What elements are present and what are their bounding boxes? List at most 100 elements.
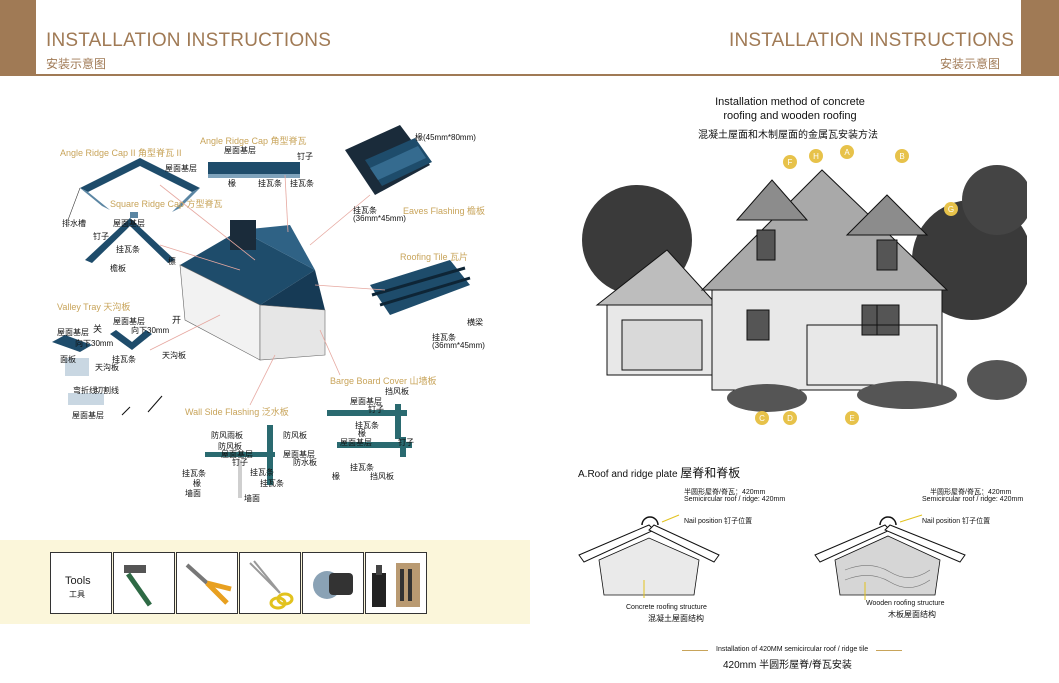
label-batten-2: 挂瓦条 bbox=[258, 179, 282, 188]
right-structure-zh: 木板屋面结构 bbox=[888, 610, 936, 619]
left-structure-en: Concrete roofing structure bbox=[626, 604, 707, 611]
label-purlin: 檩 bbox=[168, 257, 176, 266]
roofing-tile-illustration bbox=[370, 260, 471, 315]
marker-icons bbox=[755, 145, 958, 425]
right-ridge-en: Semicircular roof / ridge: 420mm bbox=[922, 496, 1024, 503]
label-bend-line: 弯折线 bbox=[73, 386, 97, 395]
house-model-illustration bbox=[179, 220, 326, 361]
label-rafter-size: 椽(45mm*80mm) bbox=[415, 133, 476, 142]
marker-c: C bbox=[759, 414, 765, 423]
label-roof-base-9: 屋面基层 bbox=[350, 397, 382, 406]
right-header-subtitle: 安装示意图 bbox=[940, 57, 1001, 71]
marker-h: H bbox=[813, 152, 819, 161]
footer-zh: 420mm 半圆形屋脊/脊瓦安装 bbox=[723, 660, 852, 671]
label-beam: 横梁 bbox=[467, 318, 483, 327]
footer-line-right bbox=[876, 650, 902, 651]
direction-arrows bbox=[121, 395, 163, 416]
wooden-roof-detail bbox=[814, 514, 966, 600]
house-sketch: F H A B G C D E bbox=[577, 140, 1027, 435]
marker-a: A bbox=[844, 148, 850, 157]
left-nail-position: Nail position 钉子位置 bbox=[684, 518, 753, 525]
label-roof-base-7: 屋面基层 bbox=[221, 450, 253, 459]
wall-side-flashing-label: Wall Side Flashing 泛水板 bbox=[185, 407, 289, 417]
right-ridge-zh: 半圆形屋脊/脊瓦：420mm bbox=[930, 489, 1012, 496]
left-header-bar bbox=[0, 0, 36, 75]
roofing-tile-label: Roofing Tile 瓦片 bbox=[400, 252, 469, 262]
label-nail-5: 钉子 bbox=[398, 438, 414, 447]
label-wind-board: 防风板 bbox=[283, 431, 307, 440]
angle-ridge-cap-2-label: Angle Ridge Cap II 角型脊瓦 II bbox=[60, 148, 182, 158]
pliers-icon bbox=[176, 552, 238, 614]
label-nail-4: 钉子 bbox=[368, 405, 384, 414]
label-cut-line: 切割线 bbox=[95, 386, 119, 395]
left-header-title: INSTALLATION INSTRUCTIONS bbox=[46, 30, 332, 51]
right-nail-position: Nail position 钉子位置 bbox=[922, 518, 991, 525]
label-weather-board: 防风雨板 bbox=[211, 431, 243, 440]
left-structure-zh: 混凝土屋面结构 bbox=[648, 614, 704, 623]
label-roof-base-5: 屋面基层 bbox=[113, 317, 145, 326]
label-batten-5: 挂瓦条 bbox=[432, 333, 456, 342]
right-header-bar bbox=[1021, 0, 1059, 75]
label-waterproof: 防水板 bbox=[293, 458, 317, 467]
tools-title-zh: 工具 bbox=[69, 590, 85, 599]
label-roof-base-8: 屋面基层 bbox=[283, 450, 315, 459]
label-size-2: (36mm*45mm) bbox=[432, 341, 485, 350]
square-ridge-cap-illustration bbox=[85, 212, 175, 263]
marker-d: D bbox=[787, 414, 793, 423]
section-a-en: A.Roof and ridge plate bbox=[578, 469, 678, 480]
label-batten-9: 挂瓦条 bbox=[260, 479, 284, 488]
label-roof-base-4: 屋面基层 bbox=[57, 328, 89, 337]
label-roof-base-10: 屋面基层 bbox=[340, 438, 372, 447]
eaves-flashing-label: Eaves Flashing 檐板 bbox=[403, 206, 486, 216]
angle-ridge-cap-illustration bbox=[208, 162, 300, 178]
label-down-30mm-2: 向下30mm bbox=[131, 326, 170, 335]
label-open: 开 bbox=[172, 315, 182, 325]
left-ridge-zh: 半圆形屋脊/脊瓦：420mm bbox=[684, 489, 766, 496]
label-shield-board-2: 挡风板 bbox=[370, 472, 394, 481]
label-rafter-3: 椽 bbox=[358, 429, 366, 438]
sealant-icon bbox=[365, 552, 427, 614]
right-title-line2: roofing and wooden roofing bbox=[723, 110, 857, 122]
label-wall: 墙面 bbox=[185, 489, 201, 498]
label-batten-6: 挂瓦条 bbox=[112, 355, 136, 364]
concrete-roof-detail bbox=[578, 514, 720, 598]
right-title-line1: Installation method of concrete bbox=[715, 96, 865, 108]
label-nail-3: 钉子 bbox=[232, 458, 248, 467]
valley-tray-illustration bbox=[52, 330, 152, 405]
label-drain-groove: 排水槽 bbox=[62, 219, 86, 228]
label-size-1: (36mm*45mm) bbox=[353, 214, 406, 223]
label-valley-2: 天沟板 bbox=[95, 363, 119, 372]
scissors-icon bbox=[239, 552, 301, 614]
label-nail: 钉子 bbox=[93, 232, 109, 241]
hammer-icon bbox=[113, 552, 175, 614]
left-header-subtitle: 安装示意图 bbox=[46, 57, 107, 71]
angle-ridge-cap-label: Angle Ridge Cap 角型脊瓦 bbox=[200, 136, 307, 146]
shrubs bbox=[727, 360, 1027, 412]
label-rafter: 椽 bbox=[228, 179, 236, 188]
right-header-title: INSTALLATION INSTRUCTIONS bbox=[729, 30, 1015, 51]
tools-title: Tools bbox=[65, 575, 91, 587]
label-roof-base: 屋面基层 bbox=[165, 164, 197, 173]
section-a-zh: 屋脊和脊板 bbox=[680, 466, 741, 480]
label-close: 关 bbox=[93, 324, 103, 334]
label-rafter-4: 椽 bbox=[332, 472, 340, 481]
marker-e: E bbox=[849, 414, 854, 423]
eaves-flashing-illustration bbox=[345, 125, 432, 195]
label-batten-11: 挂瓦条 bbox=[350, 463, 374, 472]
label-batten-4: 挂瓦条 bbox=[353, 206, 377, 215]
valley-tray-label: Valley Tray 天沟板 bbox=[57, 302, 131, 312]
footer-en: Installation of 420MM semicircular roof … bbox=[716, 646, 869, 653]
label-batten-3: 挂瓦条 bbox=[290, 179, 314, 188]
label-batten-8: 挂瓦条 bbox=[250, 468, 274, 477]
label-eaves-board: 檐板 bbox=[110, 264, 126, 273]
label-batten: 挂瓦条 bbox=[116, 245, 140, 254]
label-roof-base-6: 屋面基层 bbox=[72, 411, 104, 420]
left-ridge-en: Semicircular roof / ridge: 420mm bbox=[684, 496, 786, 503]
barge-board-cover-illustration bbox=[327, 404, 412, 457]
wall-side-flashing-illustration bbox=[205, 425, 275, 498]
label-down-30mm: 向下30mm bbox=[75, 339, 114, 348]
tools-title-box: Tools 工具 bbox=[50, 552, 112, 614]
label-wall-2: 墙面 bbox=[244, 494, 260, 503]
circular-saw-icon bbox=[302, 552, 364, 614]
label-roof-base-3: 屋面基层 bbox=[224, 146, 256, 155]
